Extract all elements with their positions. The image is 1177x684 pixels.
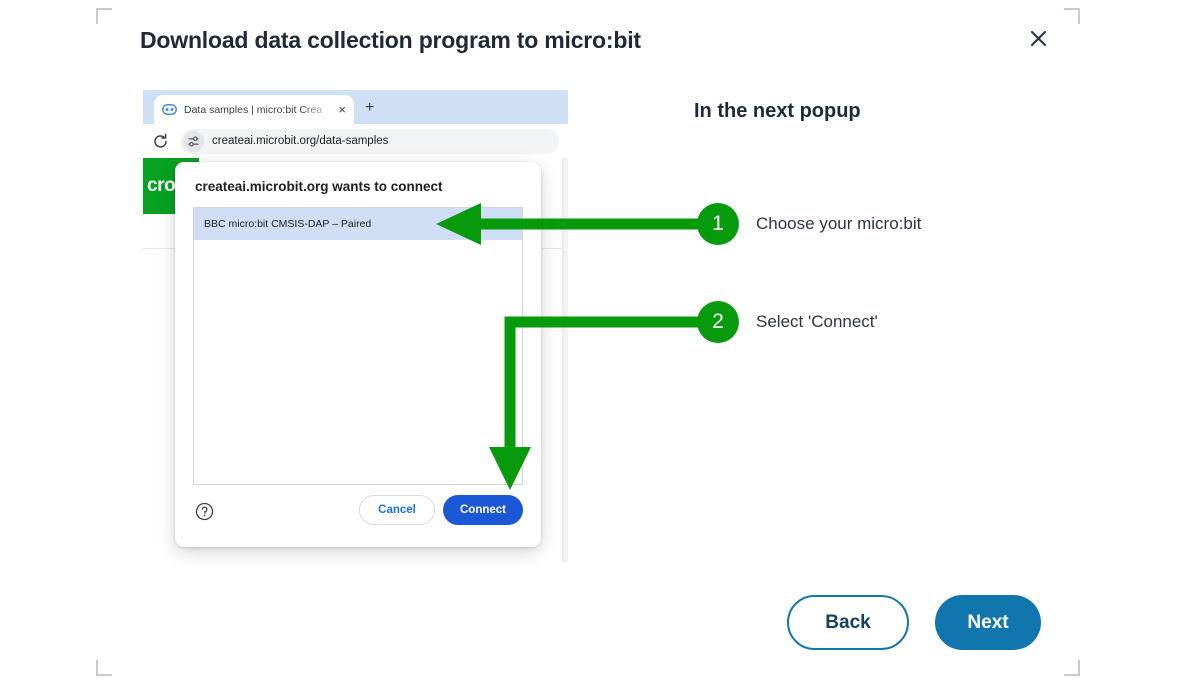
close-icon[interactable]	[1021, 21, 1055, 55]
next-button[interactable]: Next	[935, 595, 1041, 650]
address-bar[interactable]: createai.microbit.org/data-samples	[180, 128, 559, 154]
help-circle-icon[interactable]	[195, 502, 214, 521]
reload-icon[interactable]	[152, 133, 169, 150]
microbit-tab-icon	[162, 102, 177, 117]
crop-mark-bottom-right	[1064, 660, 1080, 676]
instructions-title: In the next popup	[694, 100, 861, 122]
crop-mark-bottom-left	[96, 660, 112, 676]
browser-tab[interactable]: Data samples | micro:bit Crea ×	[154, 95, 354, 124]
back-button[interactable]: Back	[787, 595, 909, 650]
crop-mark-top-left	[96, 8, 112, 24]
cancel-button[interactable]: Cancel	[359, 495, 435, 525]
browser-tab-title: Data samples | micro:bit Crea	[184, 103, 323, 116]
browser-window-edge	[562, 158, 568, 562]
page-title: Download data collection program to micr…	[140, 27, 641, 53]
permission-popup: createai.microbit.org wants to connect B…	[175, 162, 541, 547]
step-text-2: Select 'Connect'	[756, 312, 878, 331]
new-tab-button[interactable]: +	[365, 99, 375, 116]
step-badge-2: 2	[697, 301, 739, 343]
device-list[interactable]: BBC micro:bit CMSIS-DAP – Paired	[193, 207, 523, 485]
permission-popup-heading: createai.microbit.org wants to connect	[195, 179, 443, 194]
site-settings-sliders-icon[interactable]	[183, 130, 204, 152]
permission-popup-footer: Cancel Connect	[175, 495, 541, 529]
device-list-item[interactable]: BBC micro:bit CMSIS-DAP – Paired	[194, 208, 522, 240]
address-bar-url: createai.microbit.org/data-samples	[212, 135, 389, 147]
step-badge-1: 1	[697, 203, 739, 245]
step-text-1: Choose your micro:bit	[756, 214, 922, 233]
connect-button[interactable]: Connect	[443, 495, 523, 525]
crop-mark-top-right	[1064, 8, 1080, 24]
tab-close-icon[interactable]: ×	[338, 102, 346, 117]
browser-tabstrip: Data samples | micro:bit Crea × +	[143, 90, 568, 124]
browser-omnibar: createai.microbit.org/data-samples	[143, 124, 568, 158]
